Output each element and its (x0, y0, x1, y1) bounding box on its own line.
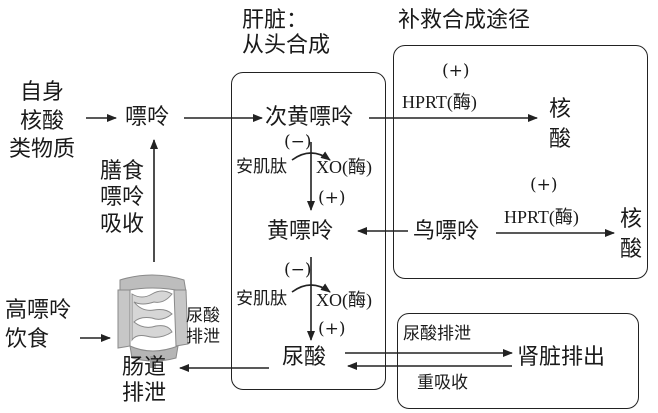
liver-heading-line1: 肝脏： (242, 8, 309, 33)
nucleic-acid-2-line2: 酸 (620, 236, 643, 262)
nucleic-acid-node-2: 核 酸 (620, 205, 642, 264)
dietary-line2: 嘌呤 (100, 185, 145, 211)
self-nucleic-line2: 核酸 (20, 108, 65, 134)
self-nucleic-line1: 自身 (20, 80, 65, 105)
nucleic-acid-1-line1: 核 (549, 97, 572, 122)
nucleic-acid-2-line1: 核 (620, 207, 643, 232)
plus-label-2: (+) (318, 319, 346, 339)
dietary-line1: 膳食 (100, 159, 145, 184)
high-purine-line1: 高嘌呤 (5, 298, 72, 323)
salvage-box (393, 45, 648, 279)
gut-excretion-node: 肠道 排泄 (122, 355, 166, 408)
urate-excretion-line2: 排泄 (186, 327, 220, 348)
urate-excretion-label: 尿酸 排泄 (186, 306, 220, 349)
gut-excretion-line1: 肠道 (122, 355, 167, 380)
hprt-label-1: HPRT(酶) (402, 92, 477, 112)
gut-excretion-line2: 排泄 (122, 381, 167, 407)
xanthine-node: 黄嘌呤 (267, 219, 334, 244)
kidney-excretion-node: 肾脏排出 (517, 345, 606, 370)
high-purine-node: 高嘌呤 饮食 (5, 297, 71, 354)
self-nucleic-line3: 类物质 (9, 137, 76, 163)
urate-excretion-line1: 尿酸 (186, 306, 220, 326)
arrow-inhibit-1 (291, 151, 331, 161)
xo-label-1: XO(酶) (316, 157, 372, 177)
hprt-label-2: HPRT(酶) (504, 207, 579, 227)
plus-hprt-label-1: (+) (442, 61, 470, 81)
liver-heading-line2: 从头合成 (242, 33, 331, 59)
purine-node: 嘌呤 (125, 105, 170, 130)
nucleic-acid-1-line2: 酸 (549, 126, 572, 152)
arrow-inhibit-2 (291, 283, 331, 293)
high-purine-line2: 饮食 (5, 326, 50, 352)
plus-label-1: (+) (318, 188, 346, 208)
dietary-purine-node: 膳食 嘌呤 吸收 (100, 159, 144, 238)
xo-label-2: XO(酶) (316, 290, 372, 310)
minus-label-1: (−) (284, 132, 312, 152)
plus-hprt-label-2: (+) (530, 175, 558, 195)
self-nucleic-node: 自身 核酸 类物质 (9, 79, 75, 165)
minus-label-2: (−) (284, 260, 312, 280)
intestine-icon (117, 274, 189, 368)
reabsorption-label: 重吸收 (417, 373, 468, 393)
liver-heading: 肝脏： 从头合成 (242, 8, 330, 59)
salvage-heading: 补救合成途径 (398, 8, 531, 33)
nucleic-acid-node-1: 核 酸 (549, 95, 571, 154)
renal-urate-excretion-label: 尿酸排泄 (403, 324, 471, 344)
guanine-node: 鸟嘌呤 (413, 219, 480, 244)
kidney-box (397, 313, 639, 409)
allopurinol-label-2: 安肌肽 (236, 289, 287, 309)
allopurinol-label-1: 安肌肽 (236, 157, 287, 177)
hypoxanthine-node: 次黄嘌呤 (265, 105, 354, 130)
dietary-line3: 吸收 (100, 211, 145, 237)
uric-acid-node: 尿酸 (282, 345, 327, 370)
